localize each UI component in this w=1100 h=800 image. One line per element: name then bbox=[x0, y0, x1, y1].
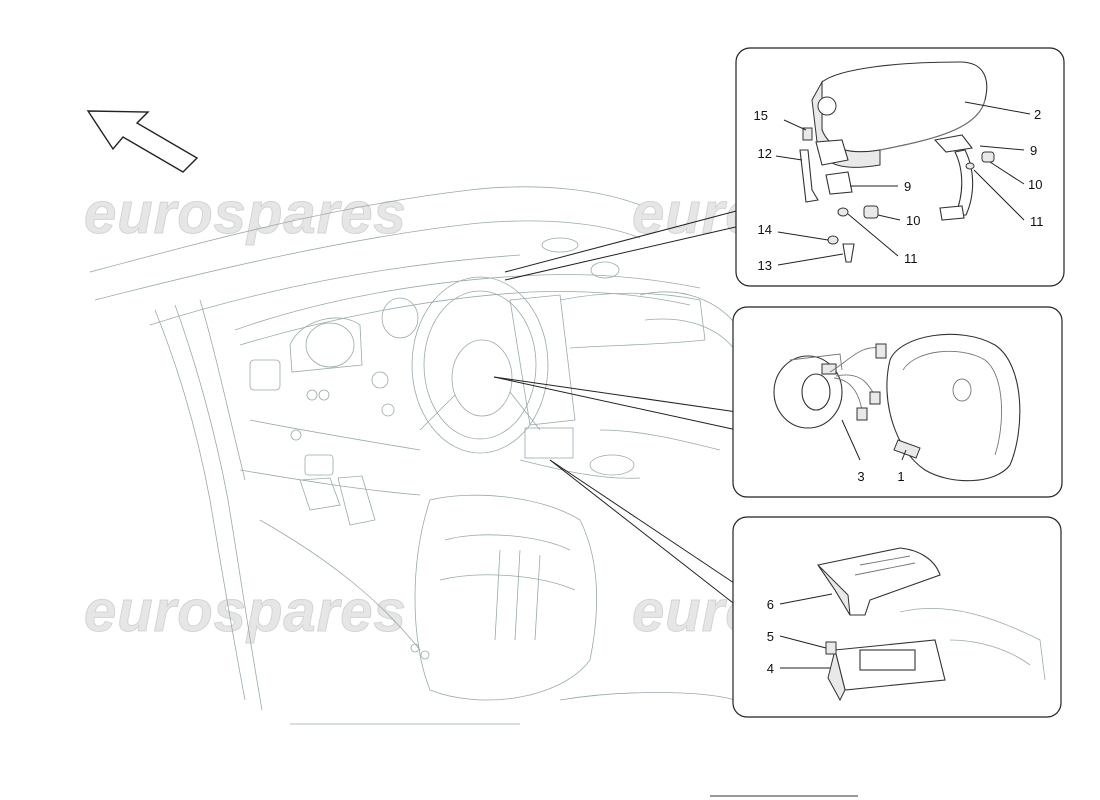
detail-box-passenger-airbag: 15 12 14 13 2 9 10 11 9 10 11 bbox=[735, 47, 1065, 287]
callout-10b: 10 bbox=[906, 213, 920, 228]
callout-5: 5 bbox=[767, 629, 774, 644]
callout-3: 3 bbox=[857, 469, 864, 484]
watermark-3: eurospares bbox=[84, 579, 407, 645]
leader-lines bbox=[493, 209, 741, 607]
direction-arrow-icon bbox=[86, 110, 199, 173]
callout-1: 1 bbox=[897, 469, 904, 484]
callout-11b: 11 bbox=[904, 251, 918, 266]
detail-box-driver-airbag: 3 1 bbox=[732, 306, 1063, 498]
watermark-1: eurospares bbox=[84, 181, 407, 247]
callout-11a: 11 bbox=[1030, 214, 1044, 229]
callout-4: 4 bbox=[767, 661, 774, 676]
callout-6: 6 bbox=[767, 597, 774, 612]
car-interior-sketch bbox=[89, 186, 741, 725]
callout-13: 13 bbox=[758, 258, 772, 273]
callout-12: 12 bbox=[758, 146, 772, 161]
callout-15: 15 bbox=[754, 108, 768, 123]
callout-14: 14 bbox=[758, 222, 772, 237]
callout-9a: 9 bbox=[1030, 143, 1037, 158]
detail-box-control-unit: 6 5 4 bbox=[732, 516, 1062, 718]
callout-10a: 10 bbox=[1028, 177, 1042, 192]
callout-2: 2 bbox=[1034, 107, 1041, 122]
callout-9b: 9 bbox=[904, 179, 911, 194]
